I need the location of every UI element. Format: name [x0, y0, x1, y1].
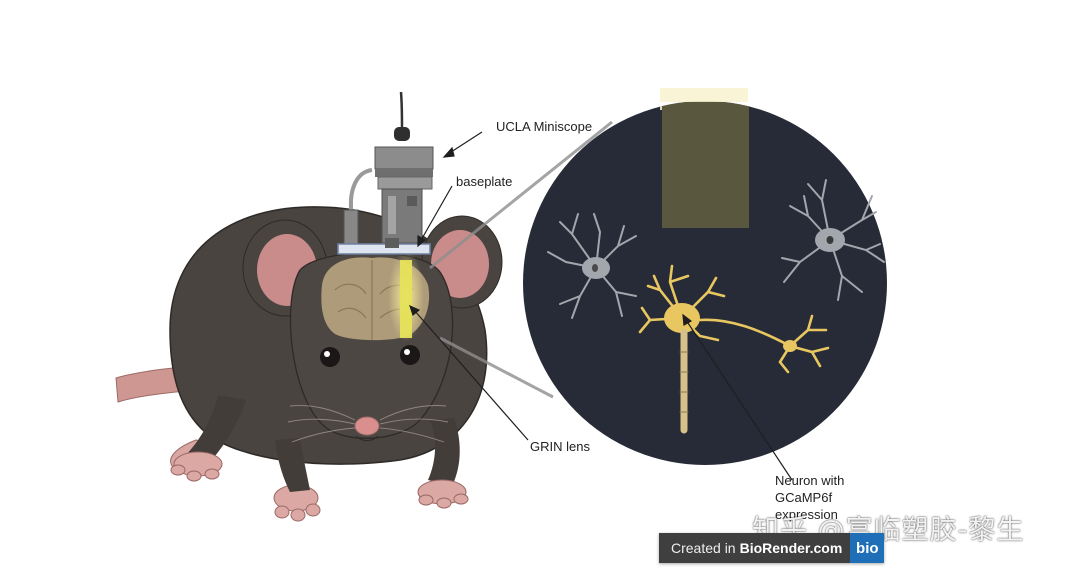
magnified-field [523, 88, 887, 465]
mouse-illustration [115, 206, 503, 522]
mouse-whiskers [287, 405, 449, 443]
pointer-lines [409, 131, 793, 481]
mouse-eye-right [400, 345, 420, 365]
badge-prefix: Created in [671, 540, 736, 556]
baseplate-label: baseplate [456, 174, 513, 189]
neuron-label: Neuron with GCaMP6f expression [775, 473, 845, 522]
badge-brand: BioRender.com [739, 540, 843, 556]
mouse-eye-left [320, 347, 340, 367]
mouse-paw-right [417, 479, 469, 509]
zoom-lines [429, 120, 613, 399]
mouse-nose [354, 416, 380, 436]
neuron-icon [638, 264, 830, 434]
neuron-inactive-right [781, 179, 885, 301]
miniscope-label: UCLA Miniscope [496, 119, 593, 134]
miniscope-device-icon [337, 91, 434, 255]
neuron-inactive-left [547, 213, 637, 319]
biorender-badge[interactable]: Created in BioRender.com bio [659, 533, 885, 563]
grin-lens [388, 250, 424, 342]
badge-text: Created in BioRender.com [659, 533, 851, 563]
biorender-logo-icon: bio [850, 533, 885, 563]
baseplate [337, 243, 431, 255]
grin-lens-label: GRIN lens [530, 439, 590, 454]
mouse-paw-left [170, 451, 223, 482]
